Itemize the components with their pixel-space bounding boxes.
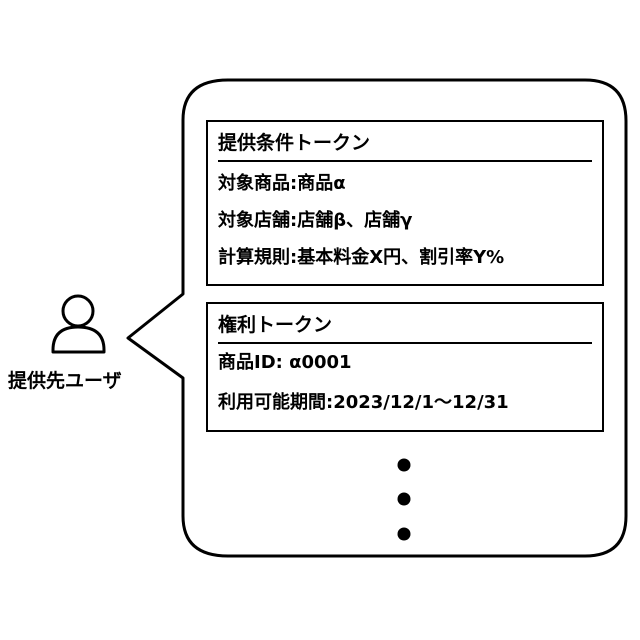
person-icon bbox=[53, 296, 104, 352]
person-body bbox=[53, 327, 104, 352]
calculation-rule-line: 計算規則:基本料金X円、割引率Y% bbox=[218, 245, 504, 271]
conditions-token-title: 提供条件トークン bbox=[218, 130, 370, 156]
validity-period-line: 利用可能期間:2023/12/1～12/31 bbox=[218, 390, 509, 416]
title-divider bbox=[218, 342, 592, 344]
target-product-line: 対象商品:商品α bbox=[218, 171, 346, 197]
rights-token-title: 権利トークン bbox=[218, 312, 332, 338]
conditions-token-card: 提供条件トークン 対象商品:商品α 対象店舗:店舗β、店舗γ 計算規則:基本料金… bbox=[206, 120, 604, 286]
product-id-line: 商品ID: α0001 bbox=[218, 350, 352, 376]
ellipsis-dot bbox=[398, 528, 411, 541]
ellipsis-dot bbox=[398, 493, 411, 506]
rights-token-card: 権利トークン 商品ID: α0001 利用可能期間:2023/12/1～12/3… bbox=[206, 302, 604, 432]
target-store-line: 対象店舗:店舗β、店舗γ bbox=[218, 208, 412, 234]
ellipsis-dot bbox=[398, 459, 411, 472]
person-head bbox=[63, 296, 93, 326]
title-divider bbox=[218, 160, 592, 162]
user-label: 提供先ユーザ bbox=[8, 368, 122, 394]
